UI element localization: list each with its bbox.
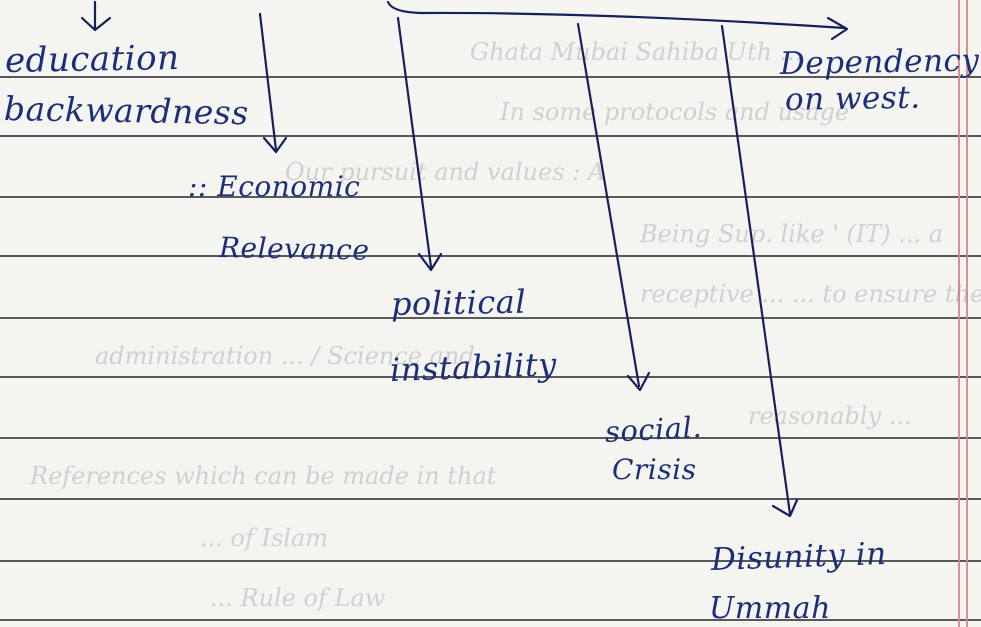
arrow-to-social (576, 22, 641, 388)
ruled-line (0, 255, 981, 257)
ruled-line (0, 560, 981, 562)
arrow-to-political (396, 16, 433, 269)
arrowhead (80, 16, 112, 32)
note-disunity: Disunity in (710, 535, 888, 578)
ruled-line (0, 498, 981, 500)
ruled-line (0, 437, 981, 439)
arrowhead (771, 498, 799, 518)
ruled-line (0, 619, 981, 621)
arrow-to-dependency (386, 0, 847, 30)
bleed-through-text: ... Rule of Law (210, 584, 386, 612)
note-on-west: on west. (784, 79, 921, 118)
arrow-to-economic (258, 12, 278, 152)
ruled-line (0, 317, 981, 319)
arrow-to-disunity (720, 24, 792, 516)
bleed-through-text: In some protocols and usage (500, 98, 850, 126)
note-crisis: Crisis (612, 453, 697, 486)
ruled-line (0, 76, 981, 78)
note-political: political (390, 282, 527, 323)
bleed-through-text: administration ... / Science and (95, 342, 475, 370)
note-economic: :: Economic (188, 170, 361, 203)
note-relevance: Relevance (218, 231, 370, 267)
bleed-through-text: Ghata Mubai Sahiba Uth ... (470, 38, 803, 66)
bleed-through-text: ... of Islam (200, 524, 329, 552)
note-backwardness: backwardness (3, 89, 250, 133)
bleed-through-text: Being Sup. like ' (IT) ... a (640, 220, 944, 248)
arrowhead (826, 16, 849, 41)
note-ummah: Ummah (709, 591, 831, 626)
ruled-line (0, 376, 981, 378)
note-social: social. (604, 409, 703, 449)
ruled-line (0, 135, 981, 137)
note-dependency: Dependency (779, 42, 980, 82)
bleed-through-text: Our pursuit and values : A (285, 158, 606, 186)
bleed-through-text: receptive ... ... to ensure the (640, 280, 981, 308)
ruled-line (0, 196, 981, 198)
margin-line (966, 0, 968, 627)
bleed-through-text: References which can be made in that (30, 462, 497, 490)
arrowhead (262, 136, 288, 154)
note-education: education (4, 37, 180, 81)
note-instability: instability (389, 345, 558, 389)
arrowhead (417, 252, 443, 272)
arrowhead (626, 371, 651, 392)
margin-line (958, 0, 960, 627)
